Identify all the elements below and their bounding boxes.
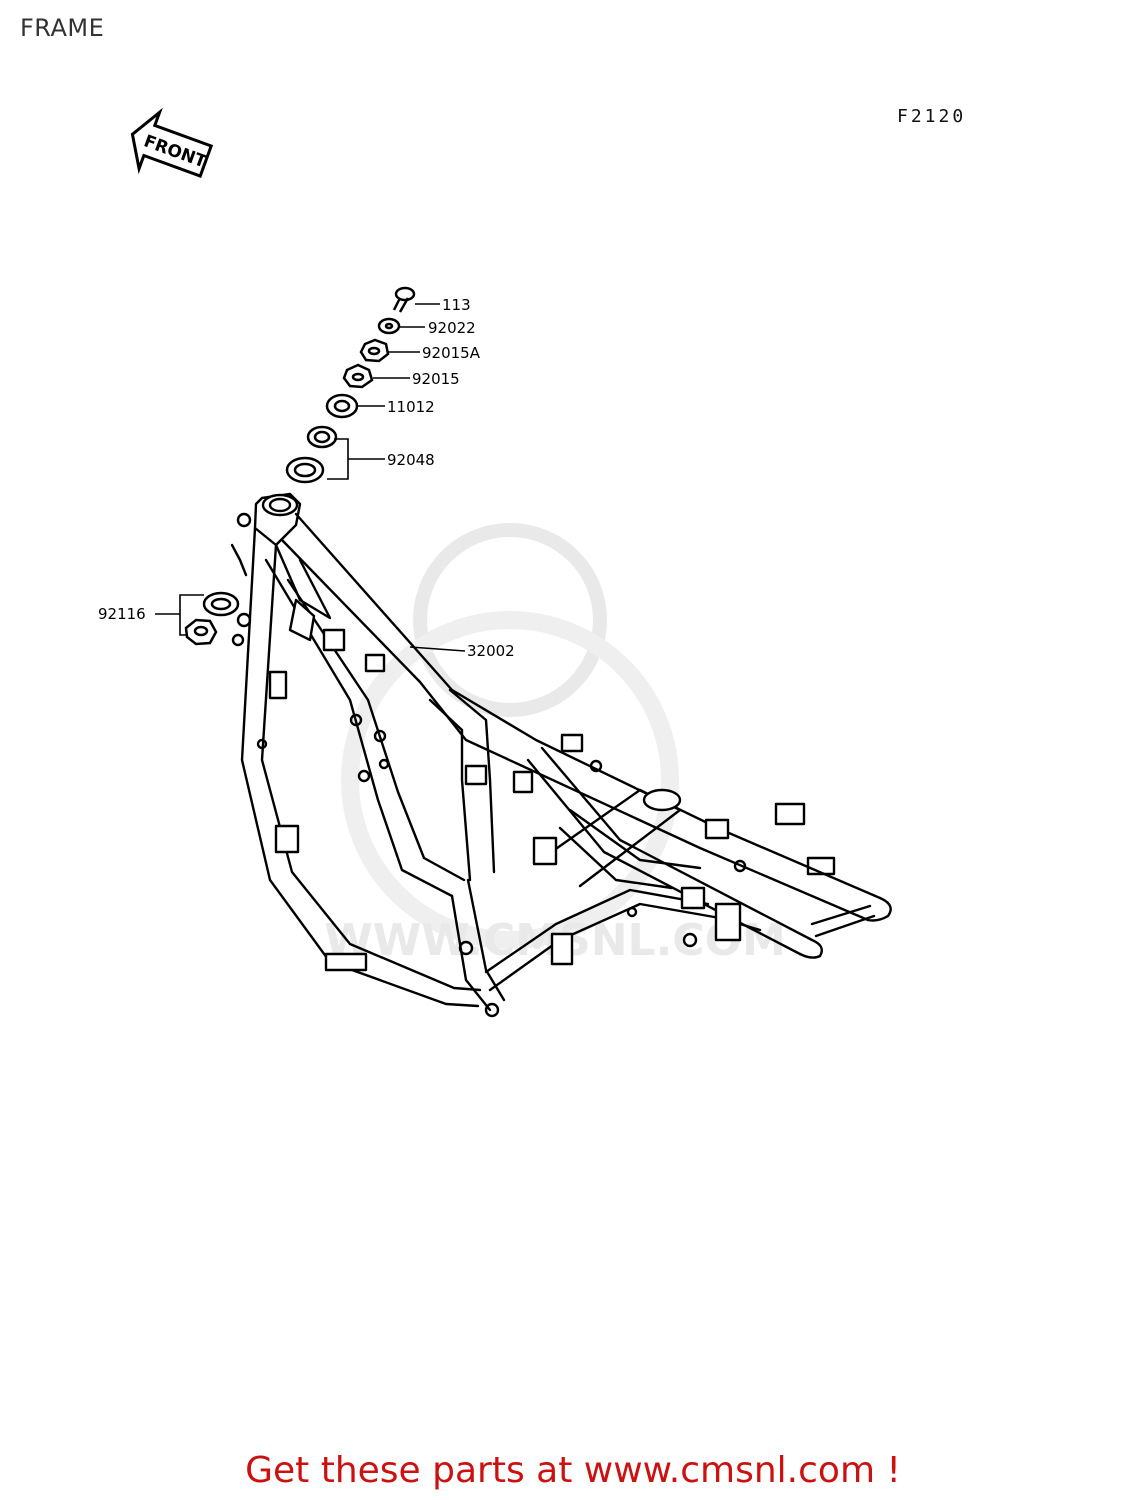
bearing-92116-icon	[184, 591, 240, 646]
label-92116: 92116	[98, 605, 146, 623]
nut-92015-icon	[342, 363, 374, 389]
label-92015A: 92015A	[422, 344, 481, 362]
label-113: 113	[442, 296, 471, 314]
label-92015: 92015	[412, 370, 460, 388]
frame-diagram: WWW.CMSNL.COM FRONT	[98, 107, 892, 1018]
frame-32002-icon	[230, 492, 892, 1018]
diagram-code: F2120	[897, 106, 967, 127]
label-11012: 11012	[387, 398, 435, 416]
washer-92022-icon	[377, 317, 401, 335]
label-92022: 92022	[428, 319, 476, 337]
label-92048: 92048	[387, 451, 435, 469]
bearing-92048-icon	[285, 425, 338, 484]
cap-11012-icon	[325, 393, 359, 419]
nut-92015A-icon	[359, 338, 390, 363]
cmsnl-link[interactable]: Get these parts at www.cmsnl.com !	[245, 1450, 901, 1491]
page-title: FRAME	[20, 14, 105, 42]
label-32002: 32002	[467, 642, 515, 660]
front-arrow-icon: FRONT	[130, 107, 214, 178]
bolt-113-icon	[392, 286, 416, 313]
leader-lines	[155, 303, 466, 652]
